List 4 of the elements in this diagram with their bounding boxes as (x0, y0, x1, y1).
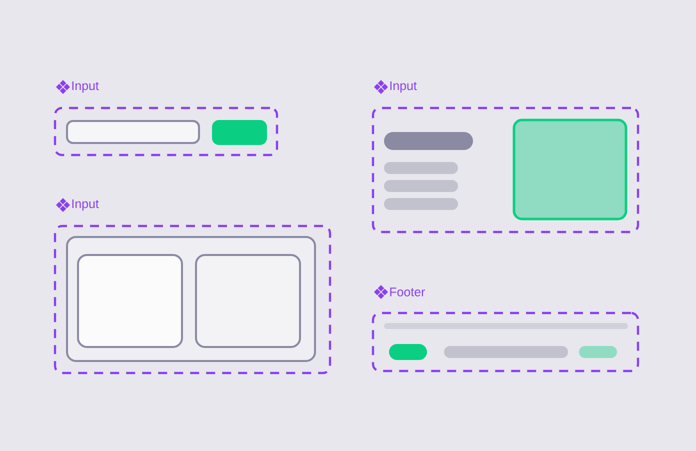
component-label: Input (72, 199, 99, 211)
component-label: Footer (390, 288, 425, 296)
component-label: Input (390, 81, 417, 93)
component-label: Input (72, 81, 99, 93)
